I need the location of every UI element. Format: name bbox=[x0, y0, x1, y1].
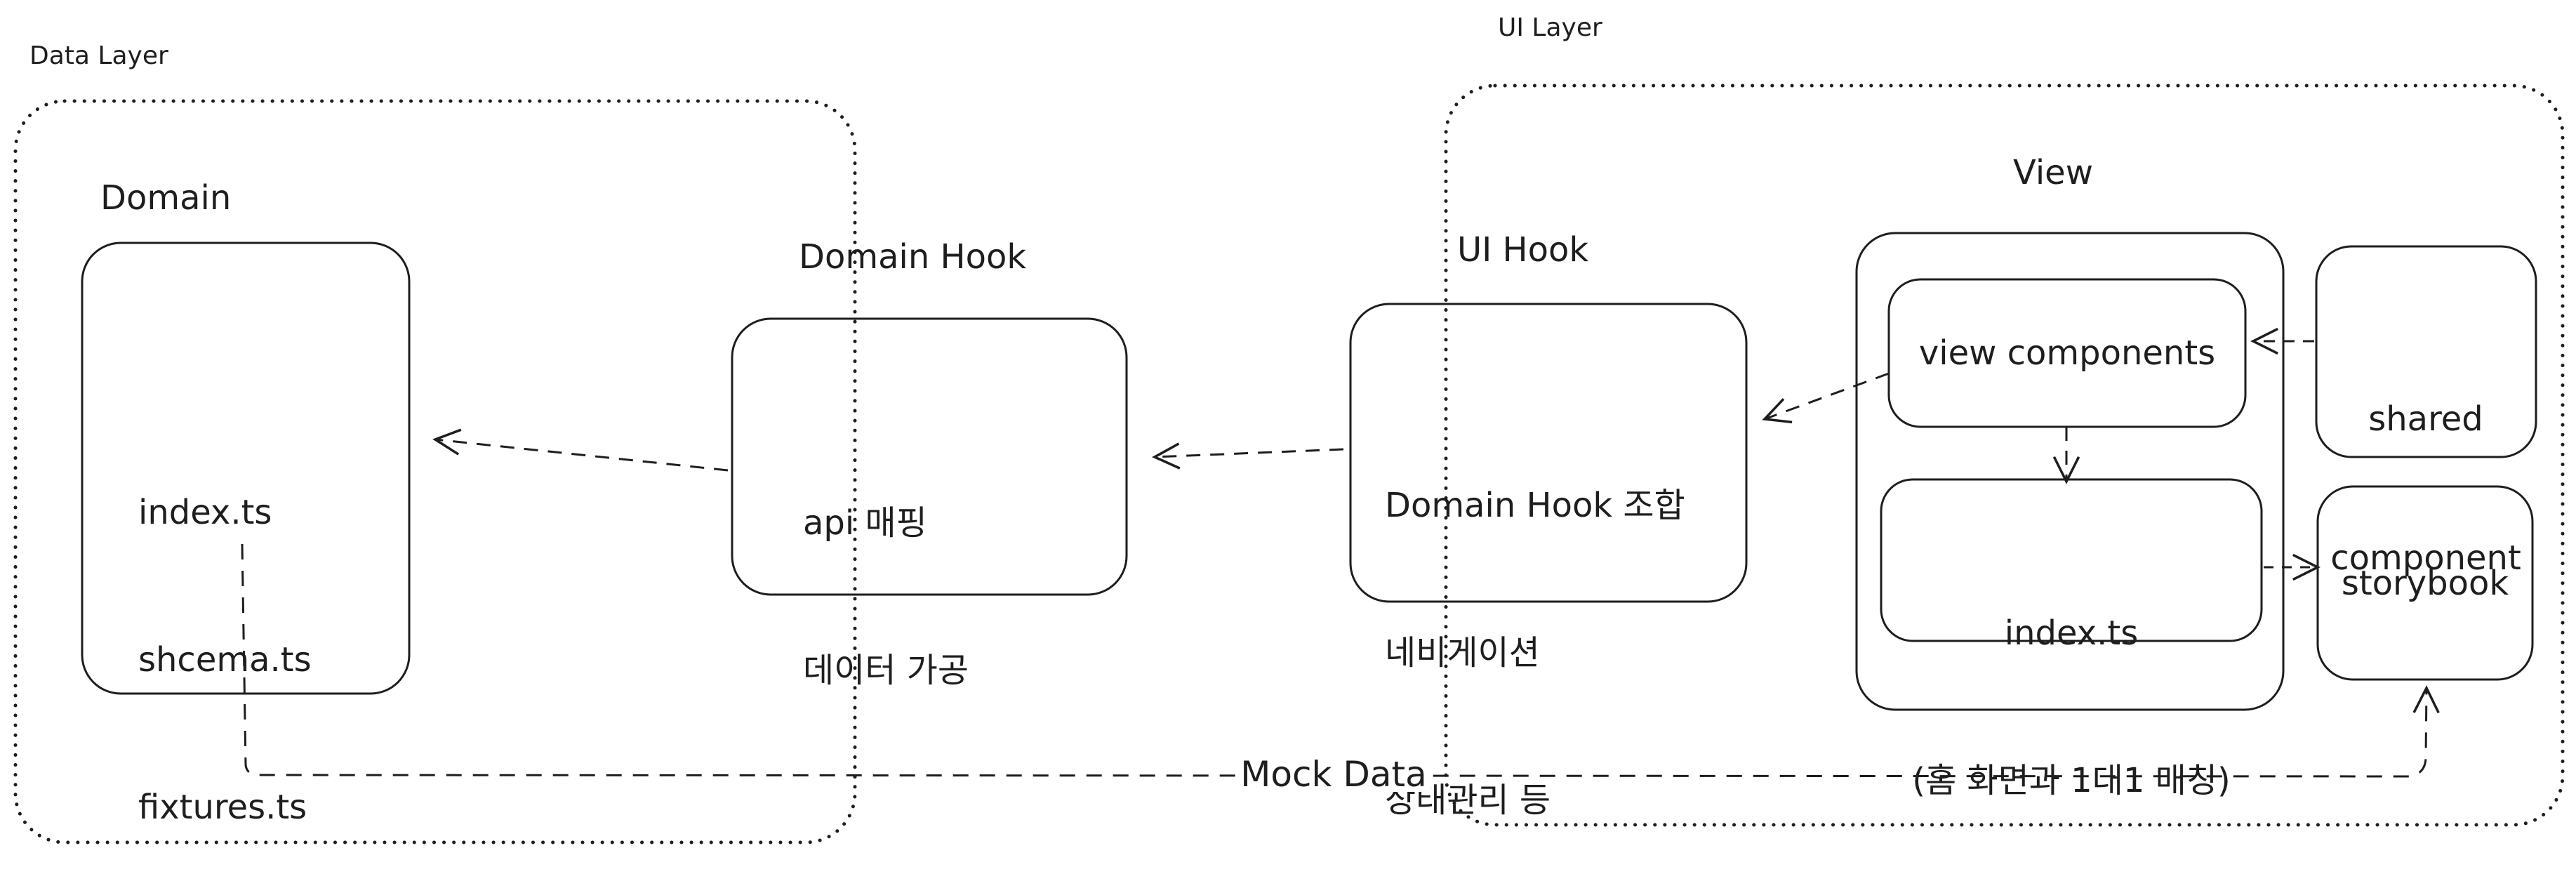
arrow-domainhook-to-domain bbox=[432, 428, 729, 472]
shared-component-box[interactable] bbox=[2315, 245, 2537, 458]
ui-layer-label: UI Layer bbox=[1498, 13, 1602, 42]
domain-hook-description: api 매핑 데이터 가공 bbox=[803, 400, 969, 744]
shared-component-line-1: shared bbox=[2368, 399, 2483, 439]
arrow-viewcomponents-to-uihook bbox=[1762, 372, 1890, 424]
ui-layer-container bbox=[1444, 84, 2565, 827]
ui-hook-description: Domain Hook 조합 네비게이션 상태관리 등 bbox=[1385, 383, 1685, 874]
mock-data-edge-label: Mock Data bbox=[1236, 757, 1431, 792]
shared-component-description: shared component bbox=[2330, 303, 2521, 628]
domain-file-fixtures: fixtures.ts bbox=[138, 788, 307, 827]
domain-hook-line-1: api 매핑 bbox=[803, 503, 927, 543]
domain-hook-line-2: 데이터 가공 bbox=[803, 651, 969, 690]
index-description: index.ts (홈 화면과 1대1 매칭) bbox=[1912, 510, 2230, 854]
shared-component-line-2: component bbox=[2330, 538, 2521, 578]
diagram-canvas bbox=[13, 84, 2565, 844]
view-components-label: view components bbox=[1918, 333, 2216, 373]
index-line-1: index.ts bbox=[2004, 614, 2139, 653]
storybook-box[interactable] bbox=[2316, 485, 2534, 681]
ui-hook-line-2: 네비게이션 bbox=[1385, 633, 1540, 673]
domain-file-list: index.ts shcema.ts fixtures.ts bbox=[138, 390, 312, 881]
ui-hook-box[interactable] bbox=[1349, 303, 1748, 603]
view-section-label: View bbox=[2013, 153, 2093, 192]
domain-file-index: index.ts bbox=[138, 493, 272, 532]
data-layer-label: Data Layer bbox=[29, 41, 168, 70]
domain-hook-section-label: Domain Hook bbox=[799, 237, 1027, 277]
domain-file-schema: shcema.ts bbox=[138, 640, 312, 680]
domain-hook-box[interactable] bbox=[731, 317, 1128, 596]
storybook-label: storybook bbox=[2341, 564, 2509, 603]
view-box[interactable] bbox=[1855, 232, 2285, 711]
data-layer-container bbox=[13, 99, 857, 844]
domain-section-label: Domain bbox=[100, 178, 232, 218]
ui-hook-line-1: Domain Hook 조합 bbox=[1385, 486, 1685, 525]
index-line-2: (홈 화면과 1대1 매칭) bbox=[1912, 761, 2231, 800]
arrow-uihook-to-domainhook bbox=[1152, 442, 1344, 470]
ui-hook-section-label: UI Hook bbox=[1457, 230, 1589, 270]
domain-box[interactable] bbox=[81, 241, 411, 695]
